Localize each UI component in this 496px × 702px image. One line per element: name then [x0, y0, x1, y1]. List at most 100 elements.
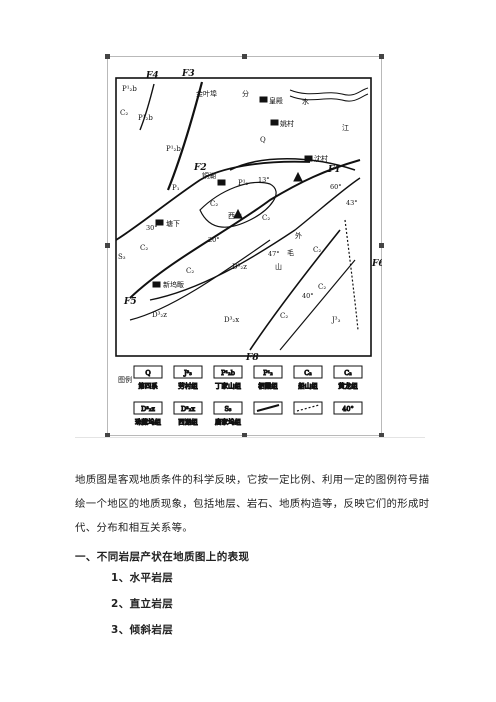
- place-name: 姚村: [280, 119, 294, 128]
- place-name: 西山: [228, 211, 242, 220]
- peak-triangle: [233, 208, 243, 219]
- contact-line-a: [149, 177, 361, 301]
- river-line: [289, 87, 369, 96]
- legend-swatch: [293, 401, 323, 415]
- legend-item: S₃ 唐家坞组: [213, 401, 243, 427]
- legend-swatch: [333, 401, 363, 415]
- legend-label: 黄龙组: [338, 381, 358, 390]
- geologic-map-svg: F4 F3 F2 F1 F6 F5 F8 金叶埠 皇殿 姚村 沈村 铜湖 西山 …: [115, 69, 382, 427]
- legend-label: 劳村组: [178, 381, 198, 390]
- legend-item: P¹₂ 栖霞组: [253, 365, 283, 391]
- place-name: 沈村: [314, 154, 328, 163]
- strata-mark: C₂: [210, 200, 218, 208]
- fault-line-f4: [139, 83, 155, 131]
- dip-angle: 40°: [302, 292, 314, 300]
- settlement-marker: [304, 155, 313, 162]
- strata-mark: C₂: [280, 312, 288, 320]
- strata-mark: D³₂z: [232, 263, 247, 271]
- legend-label: 丁家山组: [215, 381, 242, 390]
- dip-angle: 13°: [258, 176, 270, 184]
- fault-line-f8: [249, 229, 341, 351]
- legend-item: [293, 401, 323, 415]
- list-item: 3、倾斜岩层: [111, 624, 174, 636]
- strata-mark: P¹₂b: [166, 145, 181, 153]
- legend-label: 船山组: [298, 381, 318, 390]
- strata-mark: C₂: [120, 109, 128, 117]
- legend-item: J³₃ 劳村组: [173, 365, 203, 391]
- strata-mark: D³₂x: [224, 316, 239, 324]
- fault-label-f6: F6: [371, 259, 382, 269]
- legend-swatch: [173, 365, 203, 379]
- legend-label: 第四系: [138, 381, 158, 390]
- anticline-outline: [199, 181, 277, 228]
- strata-mark: J³₃: [331, 316, 341, 324]
- mountain-word: 外: [295, 231, 302, 240]
- mountain-word: 山: [275, 262, 282, 271]
- resize-handle-middle-right[interactable]: [379, 243, 384, 248]
- strata-mark: P¹₂: [238, 179, 249, 187]
- body-paragraph: 地质图是客观地质条件的科学反映，它按一定比例、利用一定的图例符号描绘一个地区的地…: [75, 474, 430, 534]
- dip-angle: 47°: [268, 250, 280, 258]
- list-item: 2、直立岩层: [111, 598, 174, 610]
- geologic-map-figure: F4 F3 F2 F1 F6 F5 F8 金叶埠 皇殿 姚村 沈村 铜湖 西山 …: [110, 60, 382, 436]
- strata-mark: Q: [260, 136, 266, 144]
- resize-handle-top-left[interactable]: [105, 54, 110, 59]
- place-name: 新坞畈: [163, 280, 184, 289]
- legend-item: 40°: [333, 401, 363, 415]
- contact-line-b: [129, 239, 271, 321]
- resize-handle-bottom-center[interactable]: [242, 433, 247, 438]
- dip-angle: 30°: [146, 224, 158, 232]
- dip-angle: 43°: [346, 199, 358, 207]
- settlement-marker: [155, 219, 164, 226]
- legend-item: [253, 401, 283, 415]
- legend-swatch: [293, 365, 323, 379]
- legend-symbol: S₃: [224, 405, 231, 413]
- strata-mark: C₂: [140, 244, 148, 252]
- legend-swatch: [133, 365, 163, 379]
- resize-handle-top-right[interactable]: [379, 54, 384, 59]
- legend-symbol: C₂: [344, 369, 352, 377]
- legend-symbol: J³₃: [183, 369, 192, 377]
- legend-symbol: P¹₂: [263, 369, 273, 377]
- resize-handle-bottom-left[interactable]: [105, 433, 110, 438]
- legend-swatch: [253, 401, 283, 415]
- resize-handle-middle-left[interactable]: [105, 243, 110, 248]
- legend-swatch: [133, 401, 163, 415]
- strata-mark: D³₂z: [152, 311, 167, 319]
- river-bank-dotted: [344, 219, 359, 331]
- legend-item: C₂ 黄龙组: [333, 365, 363, 391]
- strata-mark: P¹₂b: [138, 114, 153, 122]
- river-word: 江: [342, 124, 349, 132]
- strata-mark: P¹₂b: [122, 85, 137, 93]
- legend-item: D³₂z 珠藏坞组: [133, 401, 163, 427]
- place-name: 金叶埠: [196, 89, 217, 98]
- mountain-word: 毛: [287, 248, 294, 257]
- peak-triangle: [293, 171, 303, 182]
- legend-symbol: Q: [145, 369, 150, 377]
- fault-label-f8: F8: [245, 353, 259, 363]
- list-item: 1、水平岩层: [111, 572, 174, 584]
- fault-symbol-icon: [256, 404, 280, 412]
- strata-mark: S₃: [118, 253, 126, 261]
- strata-mark: P₁: [172, 184, 180, 192]
- legend-symbol: D³₂x: [181, 405, 195, 413]
- fault-label-f3: F3: [181, 69, 195, 79]
- settlement-marker: [270, 119, 279, 126]
- legend-item: Q 第四系: [133, 365, 163, 391]
- fault-label-f1: F1: [327, 165, 341, 175]
- strata-mark: C₂: [313, 246, 321, 254]
- place-name: 塘下: [166, 219, 180, 228]
- legend-label: 唐家坞组: [215, 417, 242, 426]
- legend-label: 栖霞组: [258, 381, 278, 390]
- fault-label-f4: F4: [145, 71, 159, 81]
- map-border: [115, 77, 372, 357]
- resize-handle-bottom-right[interactable]: [379, 433, 384, 438]
- legend-swatch: [213, 365, 243, 379]
- resize-handle-top-center[interactable]: [242, 54, 247, 59]
- river-word: 分: [242, 89, 249, 98]
- legend-label: 珠藏坞组: [135, 417, 162, 426]
- legend-symbol: D³₂z: [141, 405, 155, 413]
